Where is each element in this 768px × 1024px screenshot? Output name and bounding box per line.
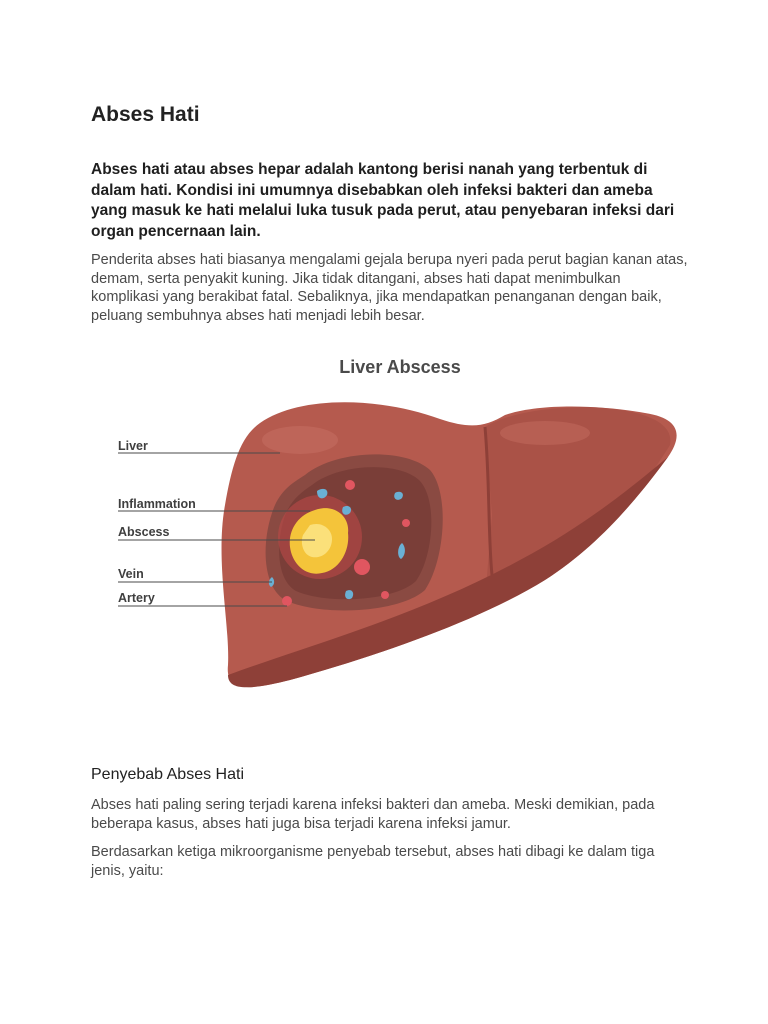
vein-mark (394, 491, 403, 500)
vein-mark (345, 590, 354, 600)
figure-title: Liver Abscess (339, 357, 461, 377)
page-title: Abses Hati (91, 103, 200, 126)
vein-mark (342, 505, 352, 515)
section-heading: Penyebab Abses Hati (91, 766, 244, 783)
artery-mark (282, 596, 292, 606)
artery-mark (354, 559, 370, 575)
vein-mark (317, 488, 328, 499)
liver-right-lobe-shade (485, 407, 671, 600)
artery-mark (345, 480, 355, 490)
liver-highlight-right (500, 421, 590, 445)
types-paragraph: Berdasarkan ketiga mikroorganisme penyeb… (91, 844, 655, 879)
causes-paragraph: Abses hati paling sering terjadi karena … (91, 797, 655, 832)
liver-bottom-shadow (228, 457, 668, 688)
liver-illustration (118, 402, 677, 688)
lead-paragraph: Abses hati atau abses hepar adalah kanto… (91, 161, 675, 240)
label-abscess: Abscess (118, 525, 170, 539)
label-artery: Artery (118, 591, 155, 605)
label-liver: Liver (118, 439, 148, 453)
artery-mark (402, 519, 410, 527)
abscess-highlight (301, 523, 332, 558)
liver-highlight (262, 426, 338, 454)
liver-lobe-groove (483, 426, 494, 576)
vein-mark (398, 543, 405, 559)
liver-abscess-figure: Liver Abscess (100, 345, 700, 725)
label-vein: Vein (118, 567, 144, 581)
label-inflammation: Inflammation (118, 497, 196, 511)
intro-paragraph: Penderita abses hati biasanya mengalami … (91, 252, 688, 324)
artery-mark (381, 591, 389, 599)
